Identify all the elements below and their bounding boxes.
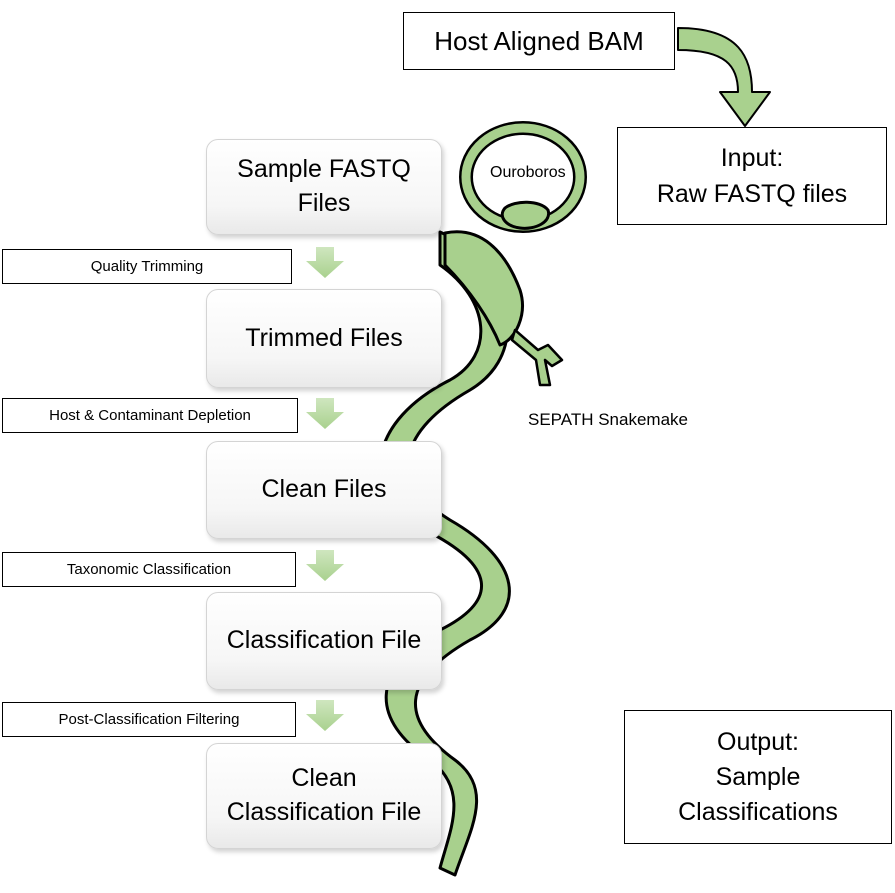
snake-head <box>443 230 524 347</box>
op-label-text: Quality Trimming <box>90 258 204 275</box>
down-arrow-icon <box>306 398 344 429</box>
down-arrow-icon <box>306 247 344 278</box>
ouroboros-head <box>500 200 551 230</box>
step-label: Clean Files <box>261 475 387 504</box>
snake-tongue <box>510 328 564 387</box>
input-title: Input: <box>720 143 784 172</box>
step-label: Sample FASTQ <box>237 155 411 184</box>
step-trimmed-files: Trimmed Files <box>206 289 442 388</box>
ouroboros-label: Ouroboros <box>490 164 566 181</box>
step-classification-file: Classification File <box>206 592 442 690</box>
step-label: Classification File <box>226 798 422 826</box>
step-sample-fastq-files: Sample FASTQ Files <box>206 139 442 235</box>
sepath-snakemake-label: SEPATH Snakemake <box>528 410 688 429</box>
host-aligned-bam-box: Host Aligned BAM <box>403 12 675 70</box>
host-aligned-bam-label: Host Aligned BAM <box>434 25 644 56</box>
op-quality-trimming: Quality Trimming <box>2 249 292 284</box>
op-host-contaminant-depletion: Host & Contaminant Depletion <box>2 398 298 433</box>
step-label: Files <box>297 189 351 217</box>
op-post-classification-filtering: Post-Classification Filtering <box>2 702 296 737</box>
input-description: Raw FASTQ files <box>656 180 848 208</box>
op-label-text: Taxonomic Classification <box>66 561 232 578</box>
output-line-3: Classifications <box>678 797 838 826</box>
step-label: Classification File <box>226 626 422 655</box>
step-label: Trimmed Files <box>245 323 403 352</box>
output-line-2: Sample <box>715 762 801 791</box>
input-box: Input: Raw FASTQ files <box>617 127 887 225</box>
step-clean-files: Clean Files <box>206 441 442 539</box>
op-label-text: Host & Contaminant Depletion <box>49 407 251 424</box>
down-arrow-icon <box>306 700 344 731</box>
down-arrow-icon <box>306 550 344 581</box>
op-label-text: Post-Classification Filtering <box>58 711 240 728</box>
step-label: Clean <box>291 764 357 793</box>
host-to-input-arrow <box>677 27 771 127</box>
output-title: Output: <box>717 727 799 756</box>
output-box: Output: Sample Classifications <box>624 710 892 844</box>
op-taxonomic-classification: Taxonomic Classification <box>2 552 296 587</box>
step-clean-classification-file: Clean Classification File <box>206 743 442 849</box>
